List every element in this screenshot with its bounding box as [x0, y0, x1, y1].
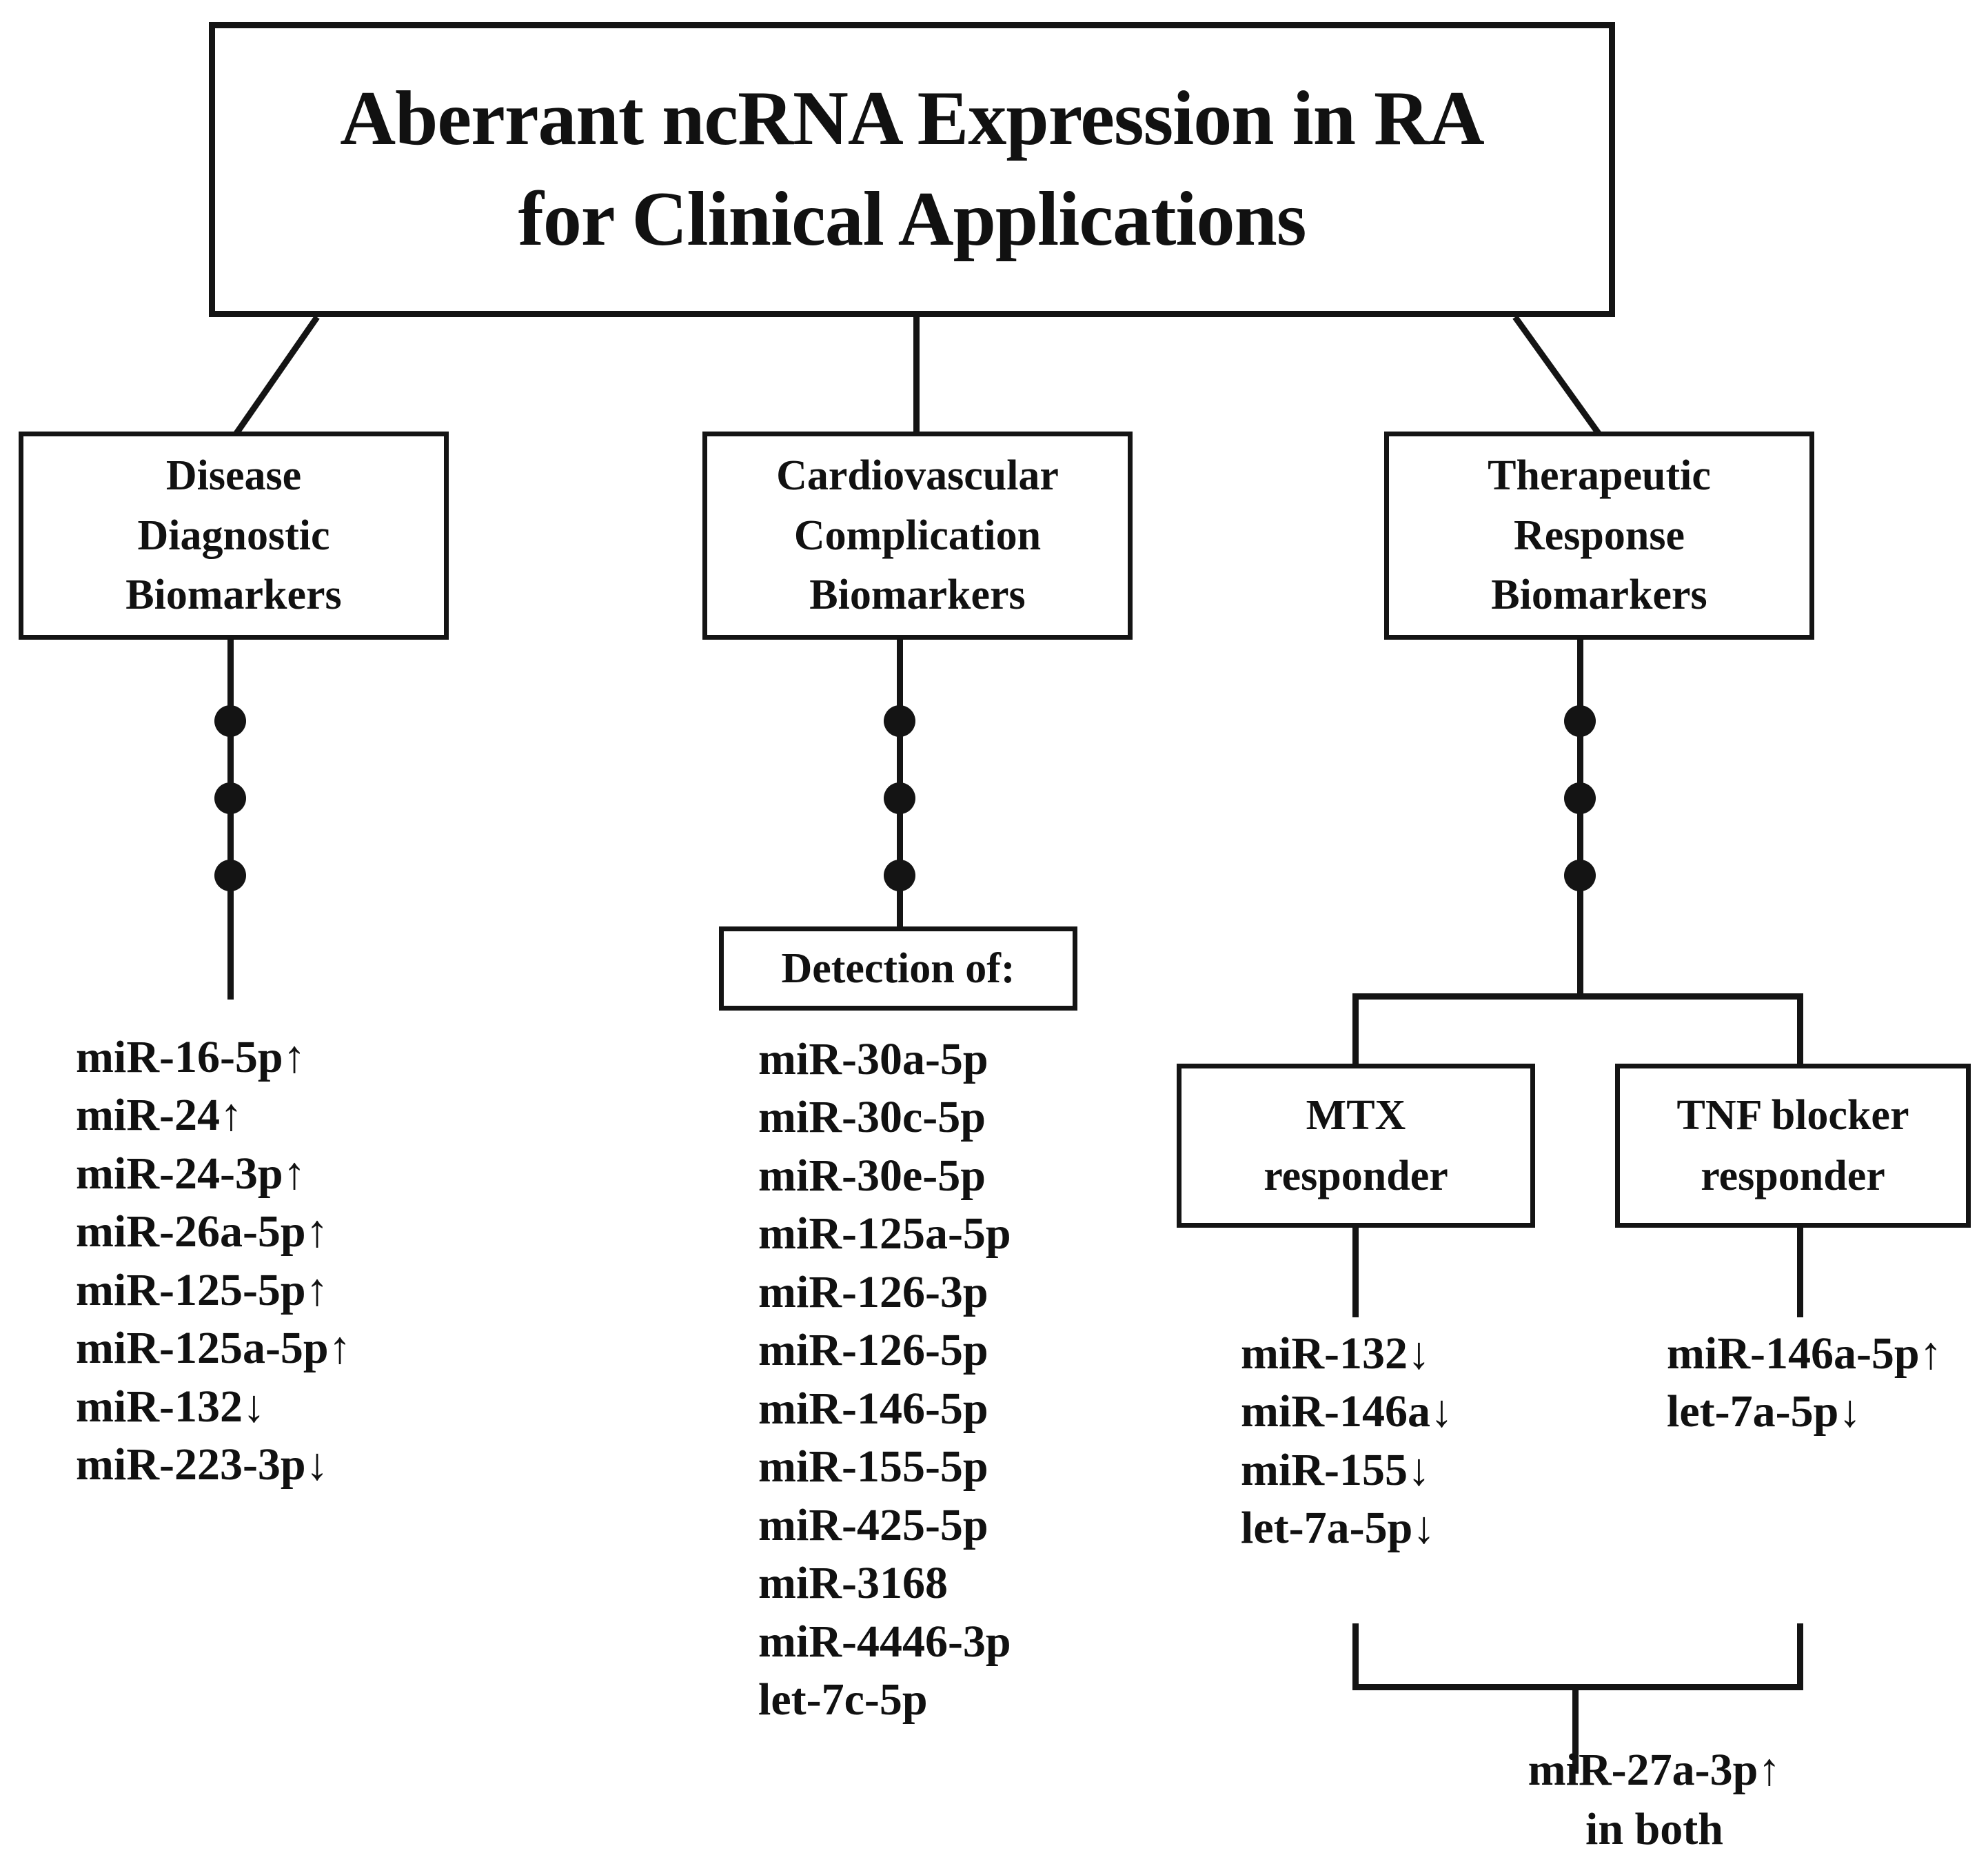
connector-therapy-split-bus: [1352, 993, 1803, 1000]
shared-marker-note: in both: [1585, 1803, 1723, 1854]
connector-title-to-cardio: [913, 316, 920, 436]
bullet-dot-disease-1: [214, 705, 246, 737]
disease-line-1: Disease: [165, 452, 302, 499]
list-item: miR-126-3p: [758, 1266, 988, 1317]
list-item: miR-125a-5p↑: [76, 1323, 352, 1374]
connector-title-to-therapy: [1512, 315, 1602, 436]
bullet-dot-cardio-2: [884, 782, 915, 814]
shared-marker-label: miR-27a-3p↑ in both: [1448, 1741, 1861, 1859]
list-item: miR-30c-5p: [758, 1092, 986, 1143]
list-disease-biomarkers: miR-16-5p↑ miR-24↑ miR-24-3p↑ miR-26a-5p…: [76, 1028, 352, 1494]
tnf-line-2: responder: [1701, 1153, 1885, 1199]
connector-merge-left: [1352, 1623, 1359, 1690]
category-box-disease-diagnostic: Disease Diagnostic Biomarkers: [19, 432, 449, 640]
therapy-line-3: Biomarkers: [1491, 571, 1707, 619]
detection-label: Detection of:: [781, 944, 1015, 992]
list-item: miR-425-5p: [758, 1499, 988, 1550]
list-item: miR-146a-5p↑: [1667, 1328, 1943, 1379]
list-item: let-7a-5p↓: [1241, 1503, 1436, 1554]
list-item: miR-223-3p↓: [76, 1439, 329, 1490]
title-line-1: Aberrant ncRNA Expression in RA: [340, 76, 1484, 162]
detection-of-box: Detection of:: [719, 926, 1077, 1011]
list-item: miR-26a-5p↑: [76, 1206, 329, 1257]
list-item: miR-30e-5p: [758, 1150, 986, 1201]
list-item: miR-132↓: [1241, 1328, 1430, 1379]
mtx-line-2: responder: [1264, 1153, 1448, 1199]
category-box-therapeutic-response: Therapeutic Response Biomarkers: [1384, 432, 1814, 640]
category-box-cardiovascular-complication: Cardiovascular Complication Biomarkers: [702, 432, 1133, 640]
shared-marker-value: miR-27a-3p↑: [1528, 1745, 1781, 1795]
list-tnf-responder-biomarkers: miR-146a-5p↑ let-7a-5p↓: [1667, 1325, 1943, 1441]
list-item: miR-146-5p: [758, 1383, 988, 1434]
list-cardiovascular-biomarkers: miR-30a-5p miR-30c-5p miR-30e-5p miR-125…: [758, 1031, 1011, 1730]
list-item: miR-126-5p: [758, 1325, 988, 1376]
connector-therapy-stem: [1577, 638, 1583, 997]
disease-line-3: Biomarkers: [125, 571, 342, 619]
list-item: let-7a-5p↓: [1667, 1386, 1862, 1437]
bullet-dot-disease-2: [214, 782, 246, 814]
connector-merge-stem: [1572, 1684, 1579, 1774]
connector-mtx-stem: [1352, 1228, 1359, 1317]
connector-title-to-disease: [233, 315, 320, 436]
list-item: let-7c-5p: [758, 1674, 928, 1725]
bullet-dot-therapy-1: [1564, 705, 1596, 737]
bullet-dot-cardio-3: [884, 860, 915, 891]
connector-therapy-split-right: [1797, 993, 1803, 1066]
list-item: miR-155-5p: [758, 1441, 988, 1492]
title-box: Aberrant ncRNA Expression in RA for Clin…: [209, 22, 1615, 317]
tnf-line-1: TNF blocker: [1676, 1091, 1909, 1139]
list-item: miR-24-3p↑: [76, 1148, 306, 1199]
disease-line-2: Diagnostic: [137, 511, 330, 559]
therapy-line-2: Response: [1513, 511, 1685, 559]
cardio-line-1: Cardiovascular: [776, 452, 1059, 499]
responder-box-mtx: MTX responder: [1177, 1064, 1535, 1228]
title-line-2: for Clinical Applications: [518, 176, 1307, 262]
connector-merge-right: [1797, 1623, 1803, 1690]
bullet-dot-therapy-2: [1564, 782, 1596, 814]
list-item: miR-24↑: [76, 1090, 243, 1141]
connector-disease-stem: [227, 638, 234, 1000]
list-item: miR-125-5p↑: [76, 1264, 329, 1315]
responder-box-tnf-blocker: TNF blocker responder: [1615, 1064, 1971, 1228]
connector-tnf-stem: [1797, 1228, 1803, 1317]
list-item: miR-125a-5p: [758, 1208, 1011, 1259]
connector-therapy-split-left: [1352, 993, 1359, 1066]
list-item: miR-30a-5p: [758, 1034, 988, 1084]
list-item: miR-3168: [758, 1558, 948, 1609]
list-item: miR-132↓: [76, 1381, 265, 1432]
list-mtx-responder-biomarkers: miR-132↓ miR-146a↓ miR-155↓ let-7a-5p↓: [1241, 1325, 1453, 1558]
list-item: miR-146a↓: [1241, 1386, 1453, 1437]
mtx-line-1: MTX: [1306, 1091, 1406, 1139]
list-item: miR-16-5p↑: [76, 1032, 306, 1082]
cardio-line-2: Complication: [793, 511, 1042, 559]
list-item: miR-155↓: [1241, 1444, 1430, 1495]
cardio-line-3: Biomarkers: [809, 571, 1026, 619]
bullet-dot-cardio-1: [884, 705, 915, 737]
therapy-line-1: Therapeutic: [1488, 452, 1711, 499]
bullet-dot-therapy-3: [1564, 860, 1596, 891]
list-item: miR-4446-3p: [758, 1616, 1011, 1667]
bullet-dot-disease-3: [214, 860, 246, 891]
